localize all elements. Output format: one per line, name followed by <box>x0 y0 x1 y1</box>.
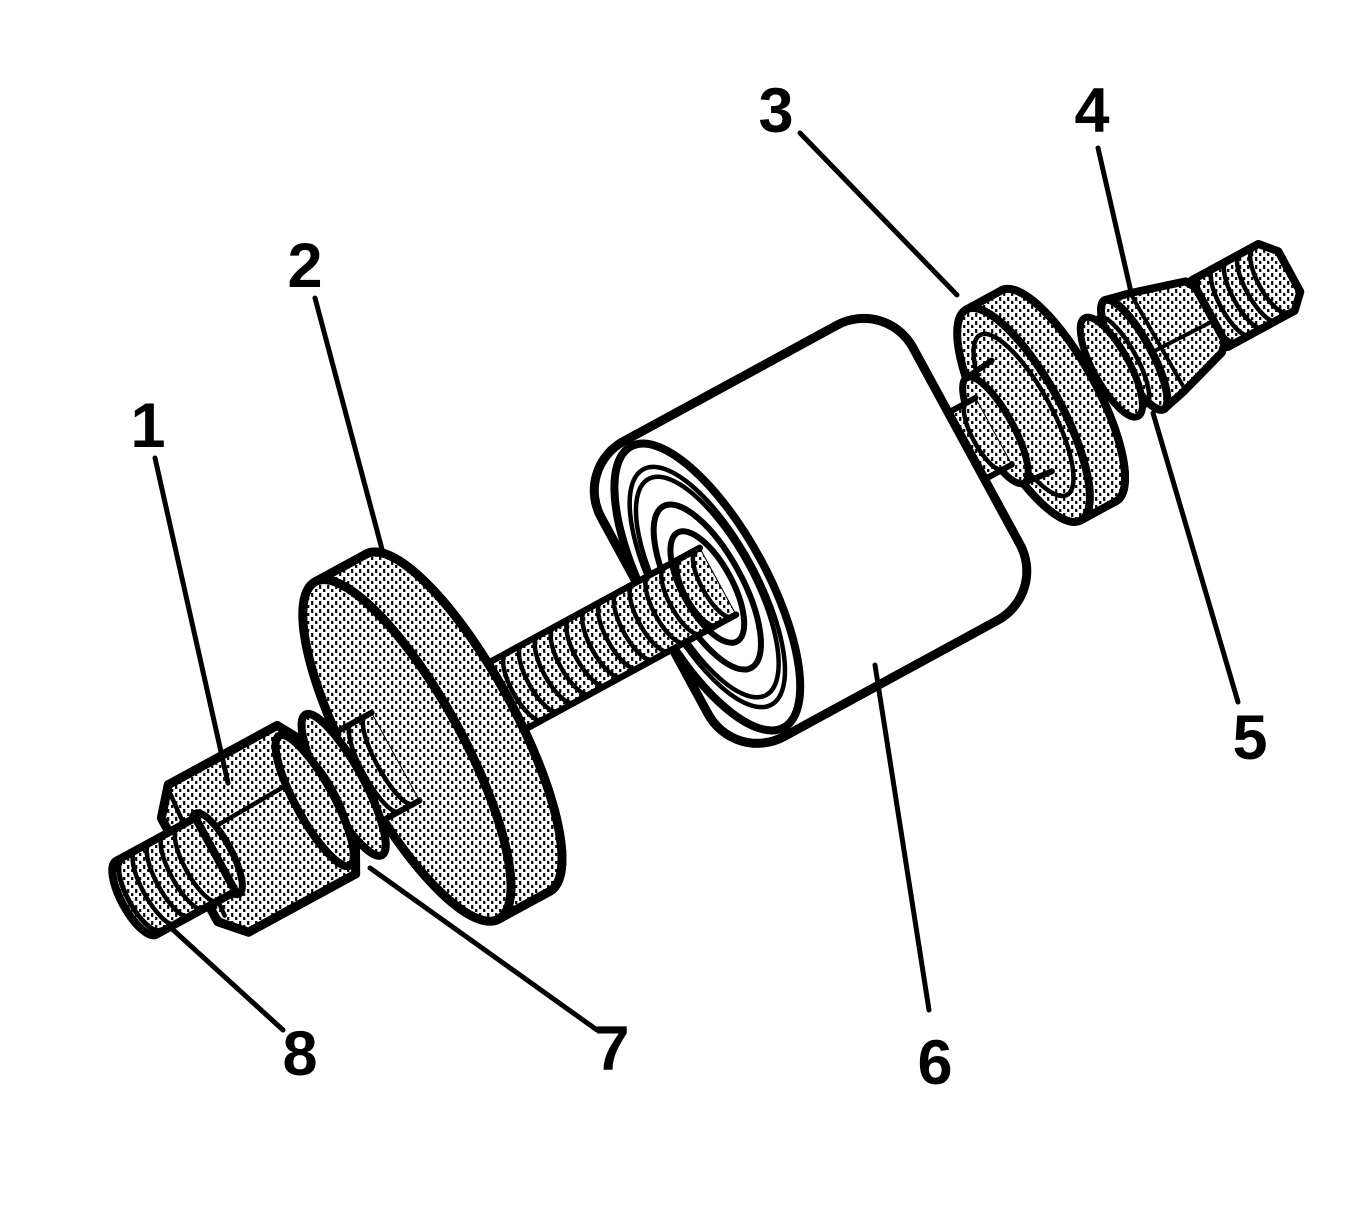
callout-1: 1 <box>130 391 165 461</box>
callout-6: 6 <box>917 1028 952 1098</box>
leader-line-8 <box>167 924 286 1033</box>
bushing-bore-hole <box>667 528 748 646</box>
leader-line-1 <box>152 455 231 786</box>
callout-3: 3 <box>758 76 793 146</box>
inner-bushing-disc <box>953 284 1130 526</box>
callout-2: 2 <box>287 231 322 301</box>
leader-line-7 <box>367 865 600 1033</box>
leader-line-2 <box>312 295 386 556</box>
callouts: 1 2 3 4 5 6 7 8 <box>130 76 1267 1098</box>
leader-line-5 <box>1150 410 1241 705</box>
retainer-disc <box>298 547 567 926</box>
bushing-sleeve-cylinder <box>589 313 1032 748</box>
callout-4: 4 <box>1074 76 1109 146</box>
callout-7: 7 <box>594 1014 629 1084</box>
link-assembly <box>108 239 1305 940</box>
leader-line-6 <box>872 662 932 1013</box>
leader-line-3 <box>797 130 960 298</box>
left-stud-threads <box>108 809 246 940</box>
callout-8: 8 <box>282 1019 317 1089</box>
callout-5: 5 <box>1232 703 1267 773</box>
leader-line-4 <box>1095 145 1134 295</box>
washer-pair <box>271 709 390 871</box>
leader-lines <box>152 130 1241 1033</box>
